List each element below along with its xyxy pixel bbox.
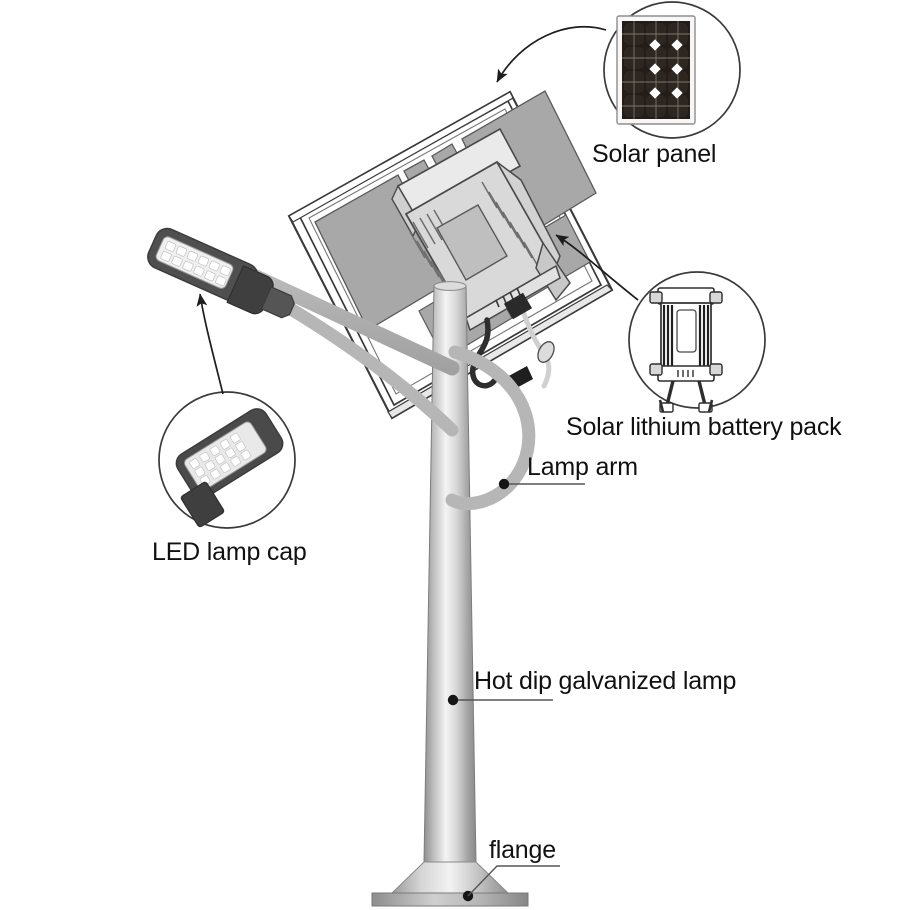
label-lamp-arm: Lamp arm bbox=[527, 453, 638, 481]
flange-base bbox=[371, 861, 529, 907]
label-solar-lithium-battery-pack: Solar lithium battery pack bbox=[566, 413, 842, 441]
mounted-battery-module bbox=[391, 127, 571, 391]
label-solar-panel: Solar panel bbox=[592, 140, 717, 168]
callout-solar-panel bbox=[496, 1, 741, 139]
leader-pole bbox=[447, 694, 553, 706]
callout-led-lamp-cap bbox=[158, 293, 296, 529]
label-led-lamp-cap: LED lamp cap bbox=[152, 538, 307, 566]
callout-battery-pack bbox=[555, 234, 766, 413]
lamp-arm bbox=[235, 263, 536, 511]
leader-lamp-arm bbox=[498, 478, 585, 490]
battery-pack-detail-art bbox=[649, 287, 723, 413]
led-lamp-head bbox=[147, 227, 295, 319]
led-lamp-cap-detail-art bbox=[175, 408, 284, 528]
hot-dip-galvanized-pole bbox=[423, 281, 477, 863]
label-hot-dip-galvanized-lamp: Hot dip galvanized lamp bbox=[474, 667, 737, 695]
label-flange: flange bbox=[489, 836, 556, 864]
leader-flange bbox=[462, 865, 560, 902]
solar-panel-detail-art bbox=[616, 15, 696, 125]
